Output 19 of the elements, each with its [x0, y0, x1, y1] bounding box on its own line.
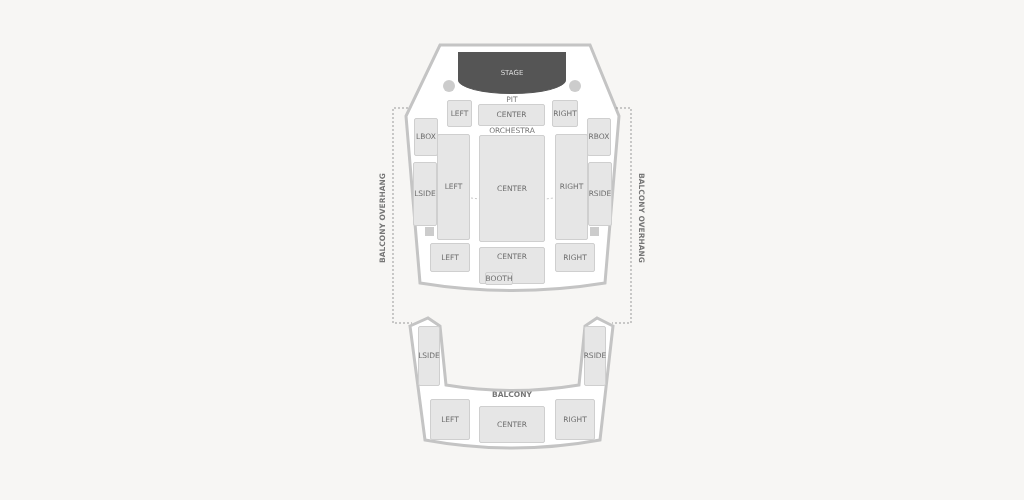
- seating-section: [479, 247, 545, 284]
- seating-section: [478, 104, 545, 126]
- seating-section: [437, 134, 470, 240]
- seating-section: [418, 326, 440, 386]
- stage-area: [458, 52, 566, 94]
- seating-section: [413, 162, 437, 226]
- seating-section: [479, 135, 545, 242]
- seating-section: [555, 399, 595, 440]
- seating-section: [555, 243, 595, 272]
- seating-section: [555, 134, 588, 240]
- seating-section: [414, 118, 438, 156]
- seating-section: [587, 118, 611, 156]
- seating-section: [588, 162, 612, 226]
- seating-section: [430, 399, 470, 440]
- seating-section: [447, 100, 472, 127]
- seating-section: [430, 243, 470, 272]
- seating-section: [479, 406, 545, 443]
- seating-section: [552, 100, 578, 127]
- seating-section: [584, 326, 606, 386]
